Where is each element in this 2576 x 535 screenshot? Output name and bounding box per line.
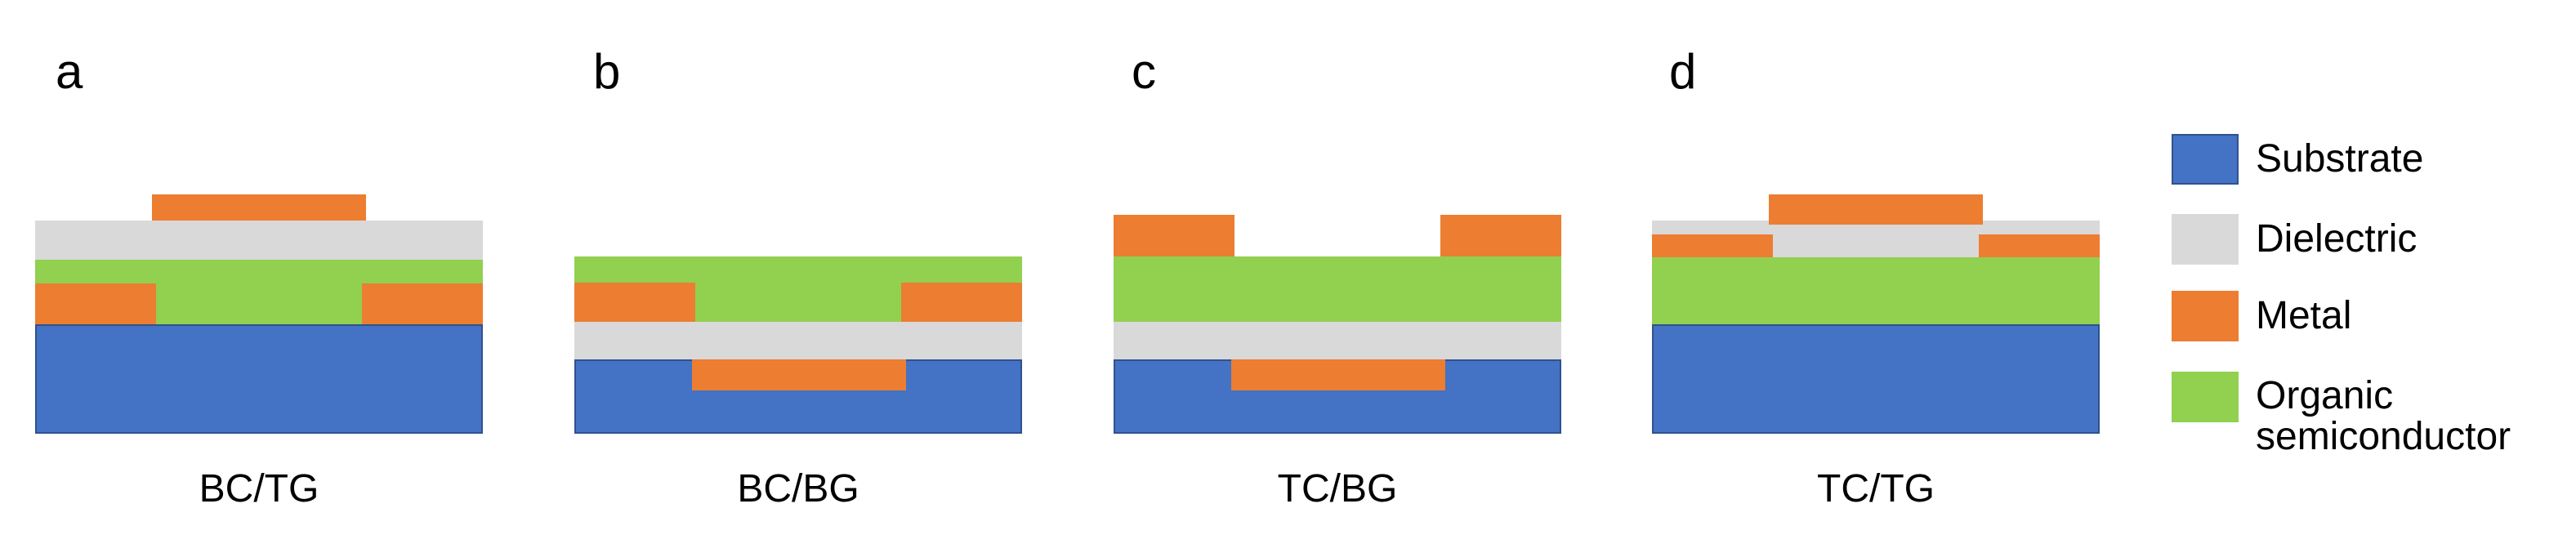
organic-semiconductor-swatch — [2172, 372, 2239, 422]
source-electrode — [574, 283, 695, 322]
substrate-layer — [35, 324, 483, 434]
legend-label-organic-semiconductor: Organic semiconductor — [2256, 374, 2511, 459]
caption-bc-bg: BC/BG — [737, 467, 859, 510]
panel-letter-c: c — [1132, 44, 1156, 99]
organic-semiconductor-layer — [1114, 256, 1561, 322]
legend-label-substrate: Substrate — [2256, 137, 2424, 181]
gate-electrode — [692, 359, 906, 390]
dielectric-swatch — [2172, 214, 2239, 265]
source-electrode — [1652, 234, 1773, 257]
drain-electrode — [901, 283, 1022, 322]
substrate-layer — [1652, 324, 2100, 434]
substrate-swatch — [2172, 134, 2239, 185]
drain-electrode — [1979, 234, 2100, 257]
caption-tc-bg: TC/BG — [1277, 467, 1398, 510]
drain-electrode — [362, 283, 483, 324]
dielectric-layer — [35, 221, 483, 260]
gate-electrode — [152, 194, 366, 221]
panel-letter-a: a — [56, 44, 83, 99]
gate-electrode — [1769, 194, 1983, 225]
gate-electrode — [1231, 359, 1445, 390]
source-electrode — [1114, 215, 1234, 256]
drain-electrode — [1440, 215, 1561, 256]
dielectric-layer — [574, 322, 1022, 359]
legend-label-metal: Metal — [2256, 294, 2352, 337]
legend-label-dielectric: Dielectric — [2256, 217, 2418, 261]
dielectric-layer — [1114, 322, 1561, 359]
panel-letter-b: b — [593, 44, 621, 99]
organic-semiconductor-layer — [1652, 257, 2100, 324]
metal-swatch — [2172, 291, 2239, 341]
caption-bc-tg: BC/TG — [199, 467, 319, 510]
source-electrode — [35, 283, 156, 324]
caption-tc-tg: TC/TG — [1817, 467, 1935, 510]
panel-letter-d: d — [1669, 44, 1697, 99]
